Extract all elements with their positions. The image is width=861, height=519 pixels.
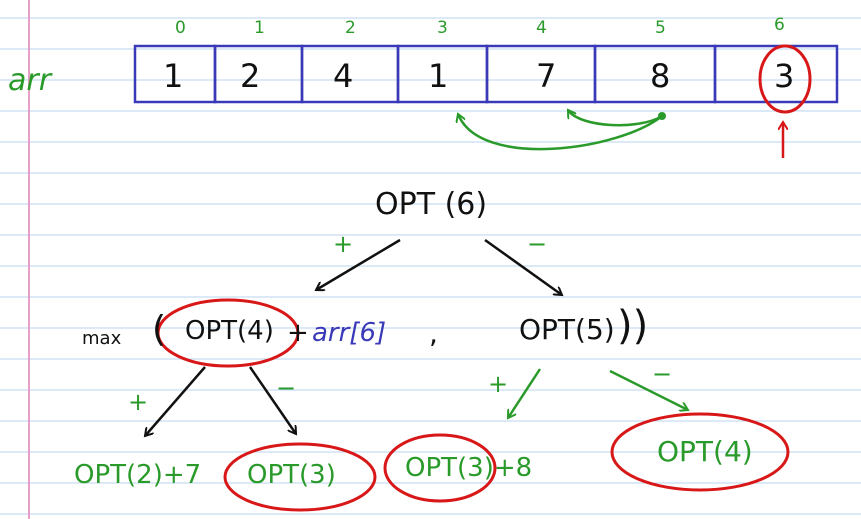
max-word: max (82, 328, 122, 349)
array-name-label: arr (8, 63, 52, 98)
opt5-minus-sign: − (652, 360, 673, 388)
array-index-0: 0 (175, 18, 186, 38)
edge-root-to-include (316, 238, 401, 290)
array-value-4: 7 (536, 57, 557, 95)
edge-opt5-to-opt3-plus-8 (506, 368, 542, 418)
highlight-circle-value-3 (758, 44, 812, 114)
array-row (133, 44, 839, 104)
root-plus-sign: + (333, 230, 354, 258)
array-cell-6 (713, 44, 839, 104)
green-dot (658, 112, 666, 120)
leaf-opt3-plus-8: OPT(3)+8 (405, 453, 533, 483)
array-value-6: 3 (774, 57, 795, 95)
array-index-5: 5 (655, 18, 666, 38)
opt4-plus-sign: + (128, 388, 149, 416)
edge-opt5-to-opt4 (609, 369, 688, 410)
leaf-opt4: OPT(4) (657, 435, 753, 468)
array-index-2: 2 (345, 18, 356, 38)
edge-root-to-exclude (484, 238, 562, 295)
array-value-0: 1 (163, 57, 184, 95)
highlight-circle-opt4 (156, 298, 300, 368)
array-index-4: 4 (536, 18, 547, 38)
green-curve-arrow-to-index-4 (568, 110, 663, 127)
root-minus-sign: − (527, 230, 548, 258)
leaf-opt2-plus-7: OPT(2)+7 (74, 460, 202, 490)
array-index-1: 1 (254, 18, 265, 38)
opt4-minus-sign: − (276, 374, 297, 402)
arr6-term: arr[6] (312, 318, 387, 348)
comma: , (429, 317, 438, 350)
array-index-6: 6 (774, 15, 785, 35)
array-index-3: 3 (437, 18, 448, 38)
array-value-3: 1 (428, 57, 449, 95)
edge-opt4-to-opt3 (248, 366, 296, 434)
highlight-circle-leaf-opt4 (610, 412, 790, 492)
leaf-opt3-a: OPT(3) (247, 460, 336, 490)
plus-mid: + (287, 318, 309, 348)
ruled-lines (0, 17, 861, 515)
green-curve-arrow-to-index-3 (458, 114, 663, 151)
opt5-plus-sign: + (488, 370, 509, 398)
array-value-5: 8 (650, 57, 671, 95)
edge-opt4-to-opt2 (145, 366, 206, 436)
array-value-1: 2 (240, 57, 261, 95)
highlight-circle-leaf-opt3-a (223, 442, 377, 512)
close-parens: )) (617, 303, 649, 349)
array-value-2: 4 (333, 57, 354, 95)
highlight-circle-leaf-opt3-b (383, 433, 497, 503)
opt4-left: OPT(4) (185, 316, 274, 346)
tree-root-opt6: OPT (6) (375, 187, 488, 222)
open-paren: ( (152, 309, 167, 350)
opt5: OPT(5) (519, 313, 615, 346)
